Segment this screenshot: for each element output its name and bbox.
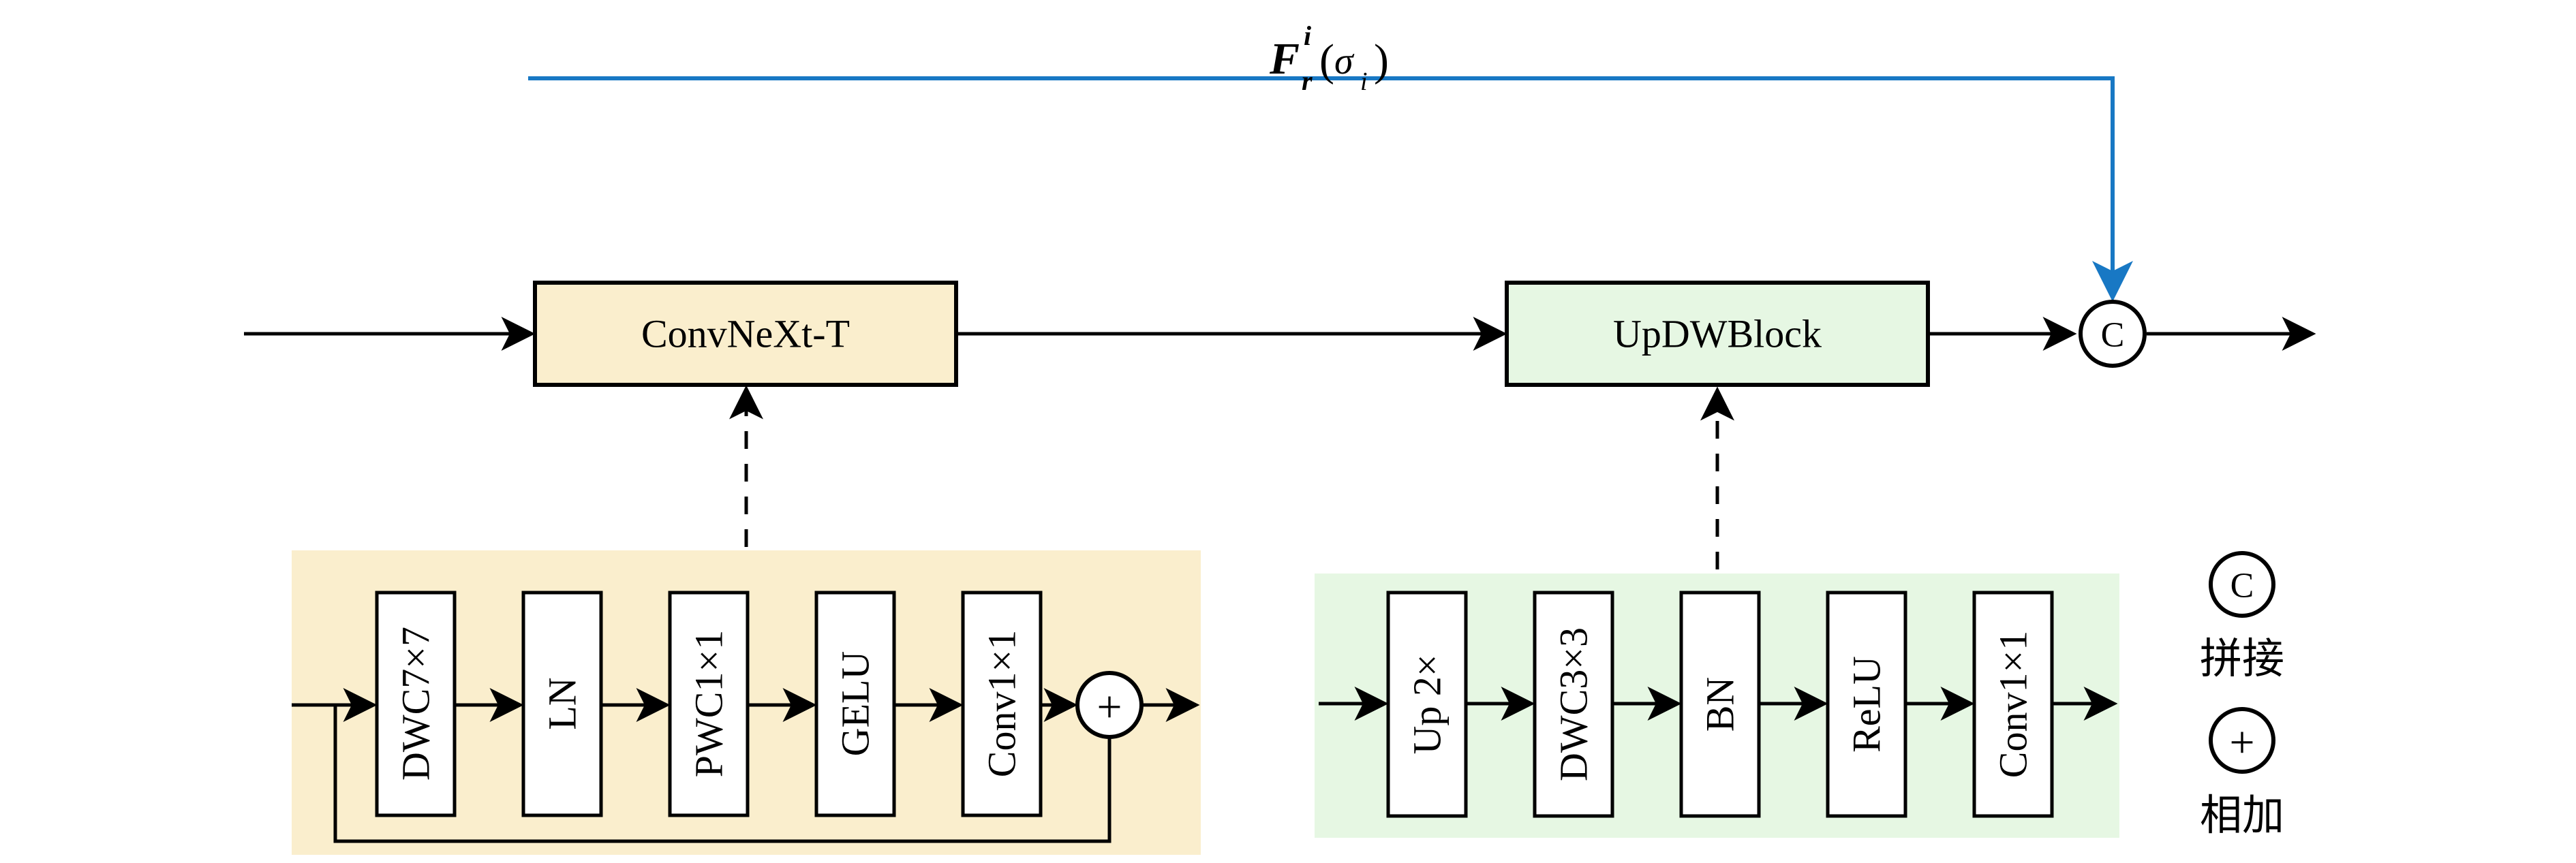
layer-box-pwc1x1 [668, 591, 750, 817]
main-flow: ConvNeXt-T UpDWBlock C [244, 281, 2316, 387]
layer-label-ln: LN [540, 677, 585, 729]
skip-label-F: F [1269, 34, 1300, 84]
skip-connection-label: F i r ( σ i ) [1269, 20, 1389, 96]
layer-label-conv1x1-2: Conv1×1 [1991, 631, 2036, 778]
add-node [1075, 671, 1144, 739]
skip-label-open-paren: ( [1319, 35, 1334, 85]
layer-label-dwc7x7: DWC7×7 [394, 627, 438, 781]
layer-label-relu: ReLU [1845, 656, 1889, 753]
layer-box-conv1x1-2 [1972, 591, 2054, 818]
add-node-label: + [1097, 682, 1122, 732]
legend: C 拼接 + 相加 [2200, 551, 2284, 839]
updw-block [1505, 281, 1930, 387]
updw-detail-container: Up 2× DWC3×3 BN ReLU Conv1×1 [1315, 574, 2119, 838]
layer-label-conv1x1: Conv1×1 [980, 630, 1024, 777]
layer-label-up2x: Up 2× [1405, 654, 1450, 754]
detail1-layer-boxes: DWC7×7 LN PWC1×1 GELU Conv1×1 [375, 591, 1043, 817]
layer-label-bn: BN [1698, 677, 1743, 732]
skip-label-sigma: σ [1334, 40, 1355, 82]
convnext-detail-container: DWC7×7 LN PWC1×1 GELU Conv1×1 + [292, 550, 1201, 855]
residual-skip-line [333, 705, 1111, 843]
legend-add-icon [2209, 707, 2275, 774]
skip-label-sigma-subscript: i [1360, 67, 1368, 96]
updw-block-label: UpDWBlock [1613, 312, 1822, 356]
legend-concat-symbol: C [2230, 567, 2254, 606]
skip-connection-arrow [528, 76, 2133, 302]
layer-box-dwc3x3 [1533, 591, 1614, 818]
legend-concat-icon [2209, 551, 2275, 618]
layer-label-pwc1x1: PWC1×1 [687, 630, 731, 777]
skip-label-subscript: r [1302, 65, 1313, 96]
skip-connection-line [528, 76, 2133, 302]
layer-label-gelu: GELU [833, 651, 878, 757]
legend-concat-label: 拼接 [2200, 636, 2284, 682]
legend-add-symbol: + [2229, 718, 2254, 768]
convnext-block-label: ConvNeXt-T [641, 312, 850, 356]
concat-node-label: C [2101, 316, 2125, 355]
layer-box-conv1x1 [961, 591, 1043, 817]
concat-node [2079, 300, 2147, 368]
skip-label-superscript: i [1304, 20, 1311, 51]
legend-add-label: 相加 [2200, 793, 2284, 839]
skip-label-close-paren: ) [1374, 35, 1389, 85]
layer-box-ln [521, 591, 603, 817]
layer-label-dwc3x3: DWC3×3 [1552, 627, 1596, 781]
